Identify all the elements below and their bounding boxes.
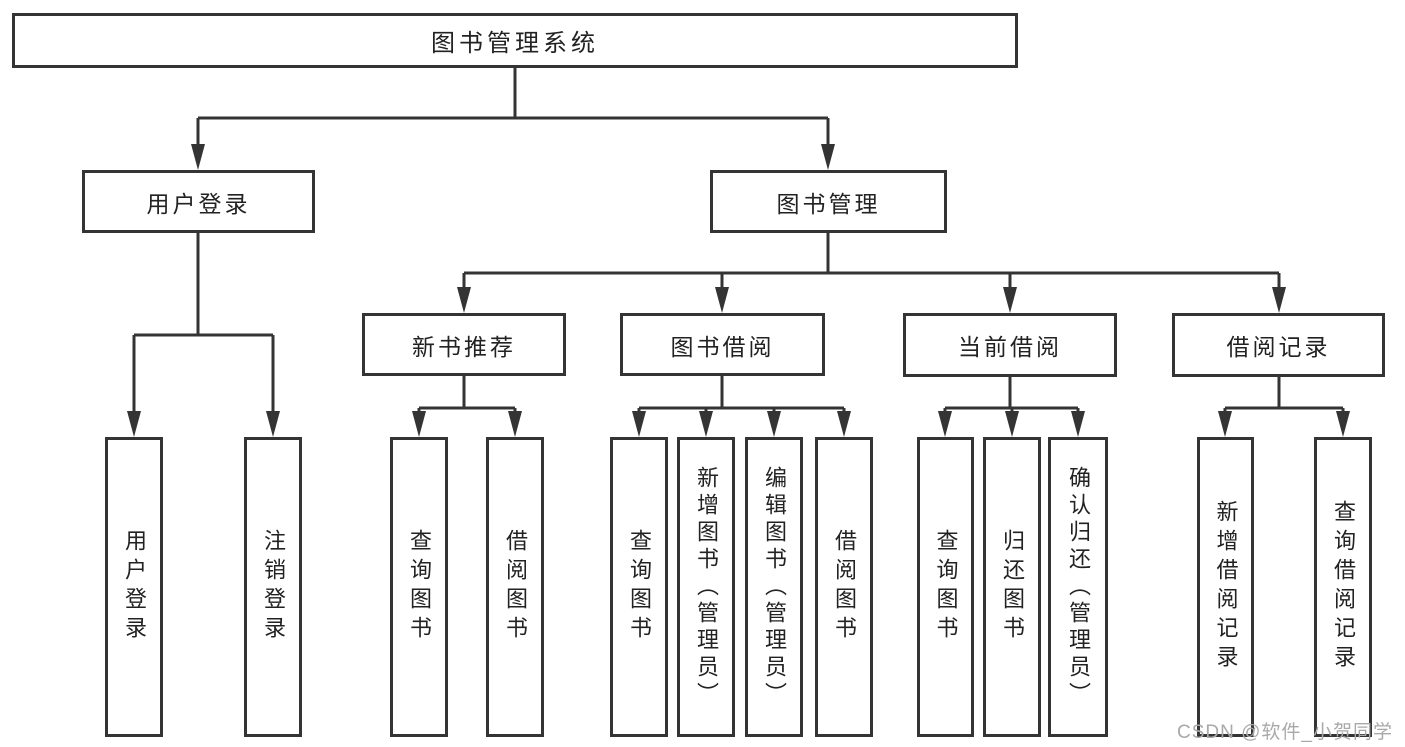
node-label: 借阅图书: [832, 529, 857, 645]
node-label: 查询图书: [407, 529, 432, 645]
node-new-book-recommend: 新书推荐: [362, 313, 566, 376]
node-label: 借阅图书: [503, 529, 528, 645]
node-label: 新增借阅记录: [1213, 500, 1239, 674]
node-label: 借阅记录: [1226, 334, 1331, 360]
node-label: 图书管理: [776, 190, 881, 217]
leaf-user-login: 用户登录: [105, 437, 163, 737]
node-label: 注销登录: [261, 529, 286, 645]
node-label: 查询图书: [933, 529, 959, 645]
node-label: 新书推荐: [412, 333, 516, 360]
leaf-query-borrow-record: 查询借阅记录: [1314, 437, 1372, 737]
leaf-borrow-books: 借阅图书: [815, 437, 873, 737]
node-label: 用户登录: [146, 190, 251, 217]
leaf-query-books-borrowing: 查询图书: [610, 437, 668, 737]
leaf-query-books-recommend: 查询图书: [390, 437, 448, 737]
leaf-logout: 注销登录: [244, 437, 302, 737]
node-label: 确认归还（管理员）: [1066, 465, 1091, 709]
leaf-edit-books-admin: 编辑图书（管理员）: [745, 437, 803, 737]
node-label: 编辑图书（管理员）: [762, 465, 787, 709]
node-label: 查询图书: [627, 529, 652, 645]
node-label: 新增图书（管理员）: [694, 465, 719, 709]
node-label: 图书管理系统: [431, 30, 599, 57]
leaf-confirm-return-admin: 确认归还（管理员）: [1048, 437, 1108, 737]
leaf-return-books: 归还图书: [983, 437, 1041, 737]
leaf-add-borrow-record: 新增借阅记录: [1197, 437, 1254, 737]
leaf-query-books-current: 查询图书: [917, 437, 974, 737]
node-book-management-branch: 图书管理: [710, 170, 947, 233]
node-label: 图书借阅: [670, 333, 775, 360]
node-borrow-records: 借阅记录: [1172, 313, 1385, 377]
leaf-borrow-books-recommend: 借阅图书: [486, 437, 544, 737]
node-user-login-branch: 用户登录: [82, 170, 315, 233]
node-label: 归还图书: [1000, 529, 1025, 645]
node-current-borrowing: 当前借阅: [903, 313, 1117, 377]
node-label: 查询借阅记录: [1331, 500, 1356, 674]
leaf-add-books-admin: 新增图书（管理员）: [677, 437, 735, 737]
csdn-watermark: CSDN @软件_小贺同学: [1177, 722, 1393, 743]
node-book-borrowing: 图书借阅: [620, 313, 825, 376]
node-root-system: 图书管理系统: [12, 13, 1018, 68]
connector-paths: [132, 68, 1345, 413]
node-label: 用户登录: [122, 529, 147, 645]
arrowheads: [127, 144, 1350, 437]
node-label: 当前借阅: [958, 334, 1062, 360]
